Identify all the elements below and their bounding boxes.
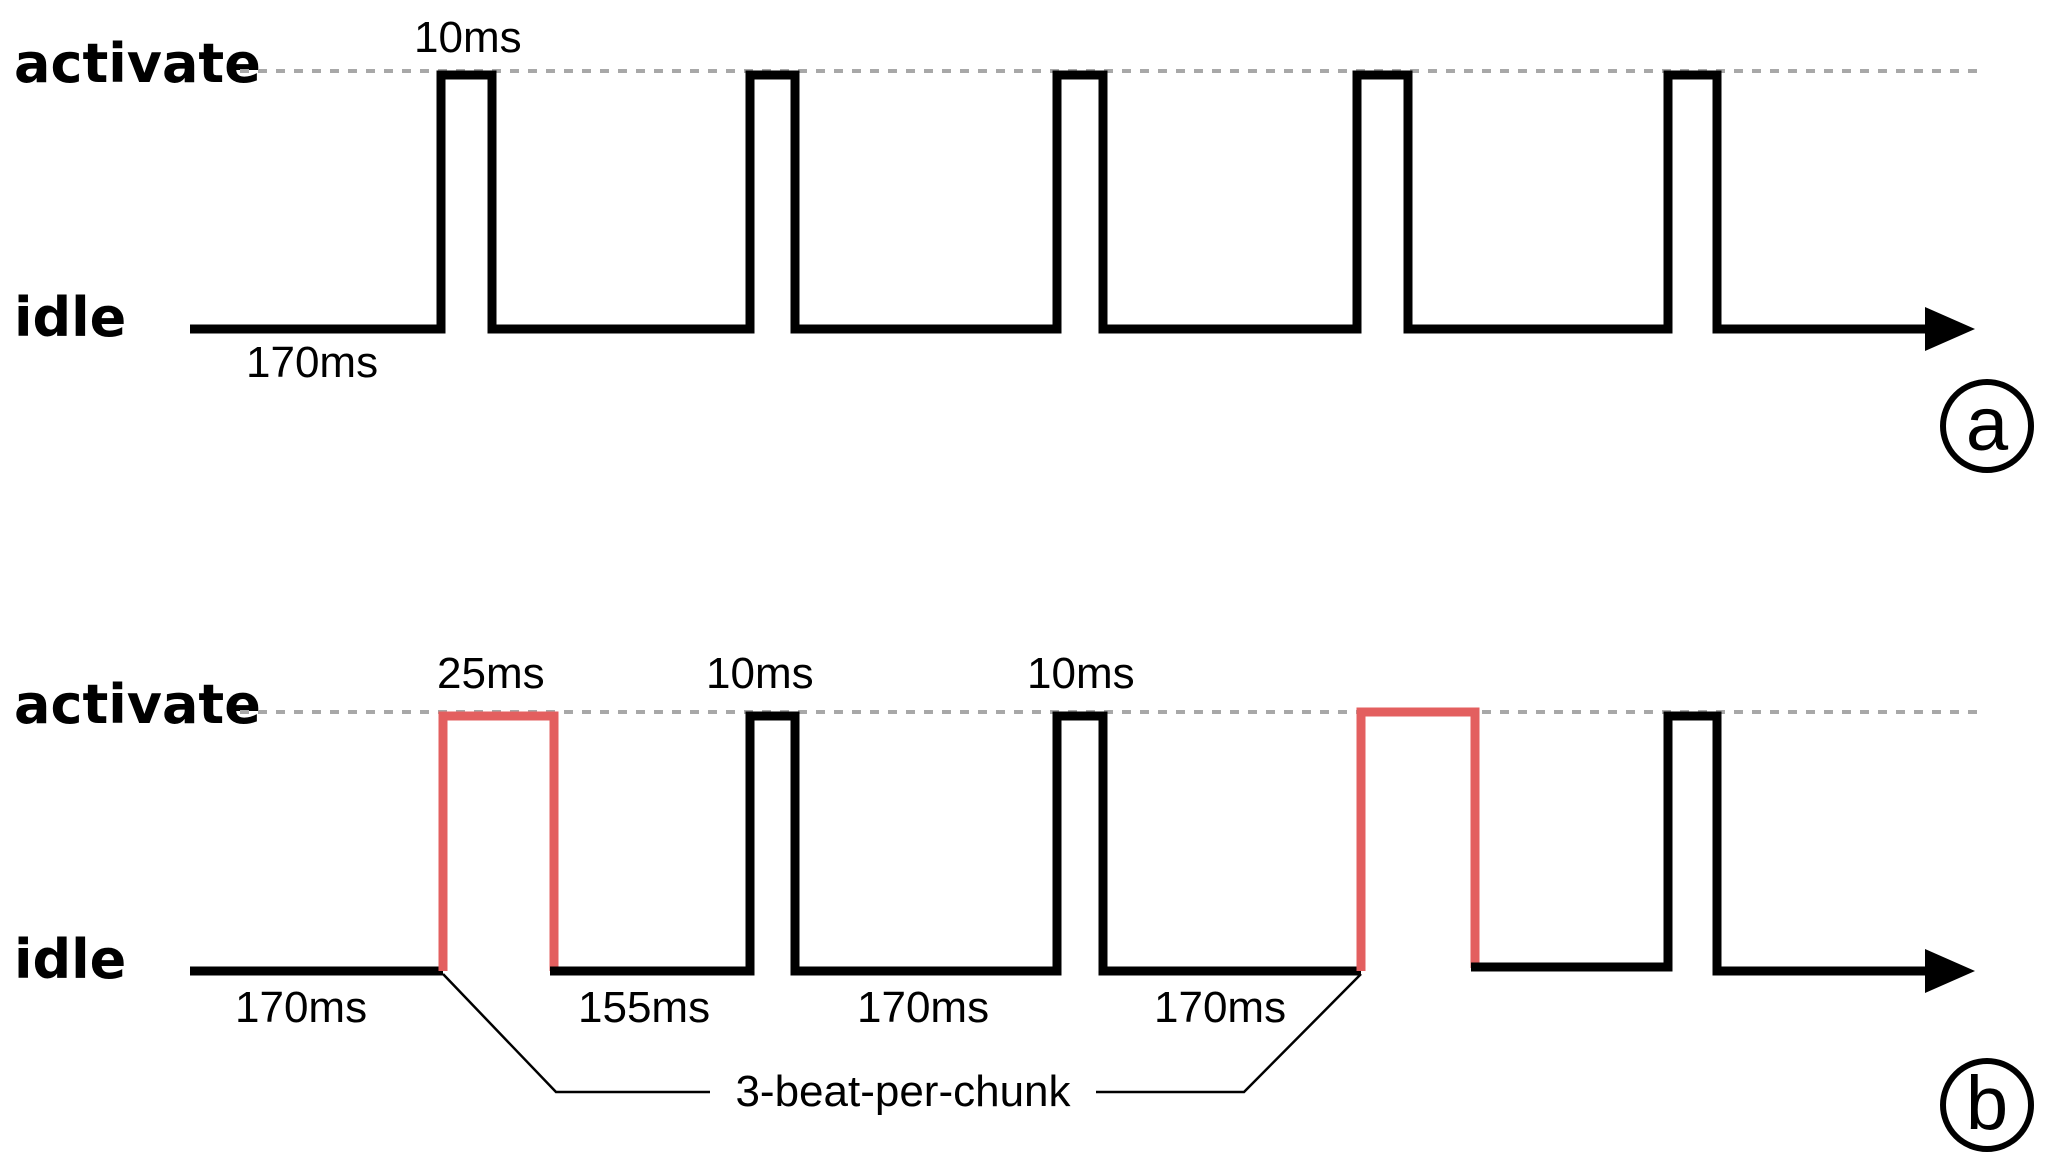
panel-a-time-arrowhead	[1925, 307, 1975, 351]
panel-b-gap-label-4: 170ms	[1154, 983, 1286, 1032]
panel-a-signal-waveform	[190, 70, 1935, 334]
panel-b-gap-label-1: 170ms	[235, 983, 367, 1032]
panel-b: activate idle 25ms 10ms 10ms 170ms 155ms…	[14, 649, 2034, 1152]
panel-b-badge-letter: b	[1966, 1061, 2008, 1146]
panel-b-pulse-label-1: 25ms	[437, 649, 545, 698]
panel-b-chunk-bracket-left	[442, 973, 710, 1094]
panel-b-activate-label: activate	[14, 673, 261, 736]
panel-a-pulse-duration-label: 10ms	[414, 13, 522, 62]
panel-b-time-arrowhead	[1925, 949, 1975, 993]
panel-a-gap-duration-label: 170ms	[246, 338, 378, 387]
panel-b-pulse-label-2: 10ms	[706, 649, 814, 698]
panel-b-idle-label: idle	[14, 928, 126, 991]
panel-b-pulse-label-3: 10ms	[1027, 649, 1135, 698]
panel-b-gap-label-2: 155ms	[578, 983, 710, 1032]
panel-b-gap-label-3: 170ms	[857, 983, 989, 1032]
panel-b-badge-circle	[1940, 1058, 2034, 1152]
panel-b-chunk-pulse-1	[438, 711, 559, 971]
panel-b-chunk-bracket-right	[1096, 973, 1362, 1094]
panel-b-chunk-pulse-2	[1356, 707, 1480, 971]
panel-b-signal-segment	[550, 711, 1361, 976]
panel-a: activate idle 10ms 170ms a	[14, 13, 2034, 473]
panel-b-signal-tail	[1471, 711, 1935, 976]
panel-a-idle-label: idle	[14, 286, 126, 349]
panel-a-badge-circle	[1940, 379, 2034, 473]
panel-b-chunk-label: 3-beat-per-chunk	[735, 1067, 1071, 1116]
panel-a-activate-label: activate	[14, 32, 261, 95]
panel-a-badge-letter: a	[1966, 382, 2009, 467]
